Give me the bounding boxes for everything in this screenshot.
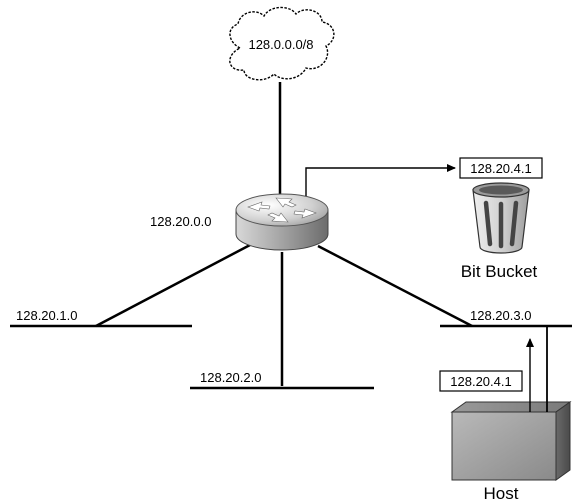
destination-address-box	[459, 157, 543, 179]
host-label: Host	[484, 484, 519, 502]
cloud-icon	[229, 6, 335, 81]
host-icon	[450, 401, 572, 481]
router-icon	[235, 193, 329, 251]
bit-bucket-label: Bit Bucket	[461, 262, 538, 281]
network-label-1: 128.20.1.0	[16, 308, 77, 323]
network-label-2: 128.20.2.0	[200, 370, 261, 385]
link-router-net1	[95, 243, 251, 328]
packet-address-text: 128.20.4.1	[450, 374, 511, 389]
route-arrow-to-bitbucket	[305, 164, 456, 196]
network-label-3: 128.20.3.0	[470, 308, 531, 323]
router-label: 128.20.0.0	[150, 214, 211, 229]
trash-can-icon	[472, 182, 530, 254]
packet-address-box	[439, 370, 523, 392]
link-router-net3	[317, 244, 473, 328]
cloud-label: 128.0.0.0/8	[248, 37, 313, 52]
destination-address-text: 128.20.4.1	[470, 161, 531, 176]
